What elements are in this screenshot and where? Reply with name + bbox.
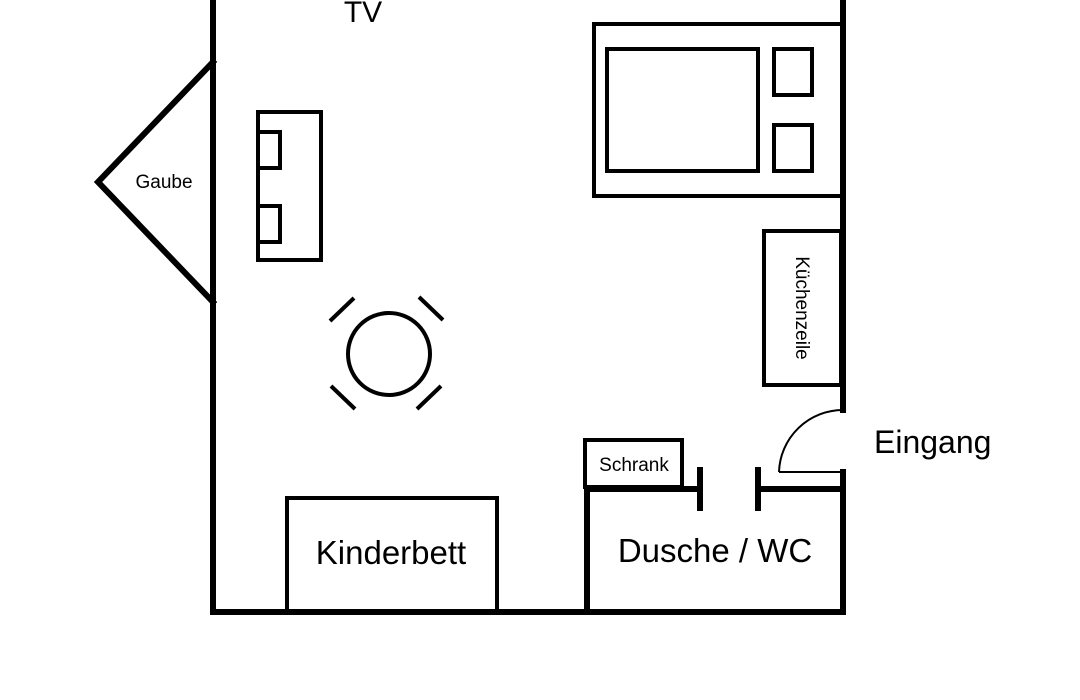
bathroom: Dusche / WC: [584, 467, 846, 615]
dormer-outline: [93, 57, 218, 307]
bathroom-label: Dusche / WC: [618, 532, 812, 569]
double-bed: [592, 22, 844, 198]
wardrobe-label: Schrank: [599, 455, 669, 476]
door-swing-arc: [778, 409, 844, 473]
sofa-cushion: [256, 204, 282, 244]
chair: [329, 384, 357, 411]
dining-table: [328, 295, 445, 411]
tv-label: TV: [344, 0, 382, 29]
dormer-label: Gaube: [135, 172, 192, 193]
sofa-body: [256, 110, 323, 262]
kitchenette-counter: [762, 229, 843, 387]
bed-pillow: [772, 47, 814, 97]
kitchenette-label: Küchenzeile: [791, 256, 812, 360]
child-bed-frame: [285, 496, 499, 614]
bed-frame: [592, 22, 844, 198]
outer-walls: [210, 0, 846, 615]
dormer: Gaube: [93, 57, 218, 307]
chair: [417, 295, 445, 322]
sofa-cushion: [256, 130, 282, 170]
bed-pillow: [772, 123, 814, 173]
entrance-door: Eingang: [778, 409, 991, 473]
child-bed: Kinderbett: [285, 496, 499, 614]
bed-mattress: [605, 47, 760, 173]
sofa: [256, 110, 323, 262]
chair: [328, 296, 356, 323]
kitchenette: Küchenzeile: [762, 229, 843, 387]
chair: [415, 384, 443, 411]
entrance-label: Eingang: [874, 424, 991, 460]
wardrobe: Schrank: [583, 438, 684, 489]
child-bed-label: Kinderbett: [316, 534, 466, 571]
table-top: [346, 311, 432, 397]
